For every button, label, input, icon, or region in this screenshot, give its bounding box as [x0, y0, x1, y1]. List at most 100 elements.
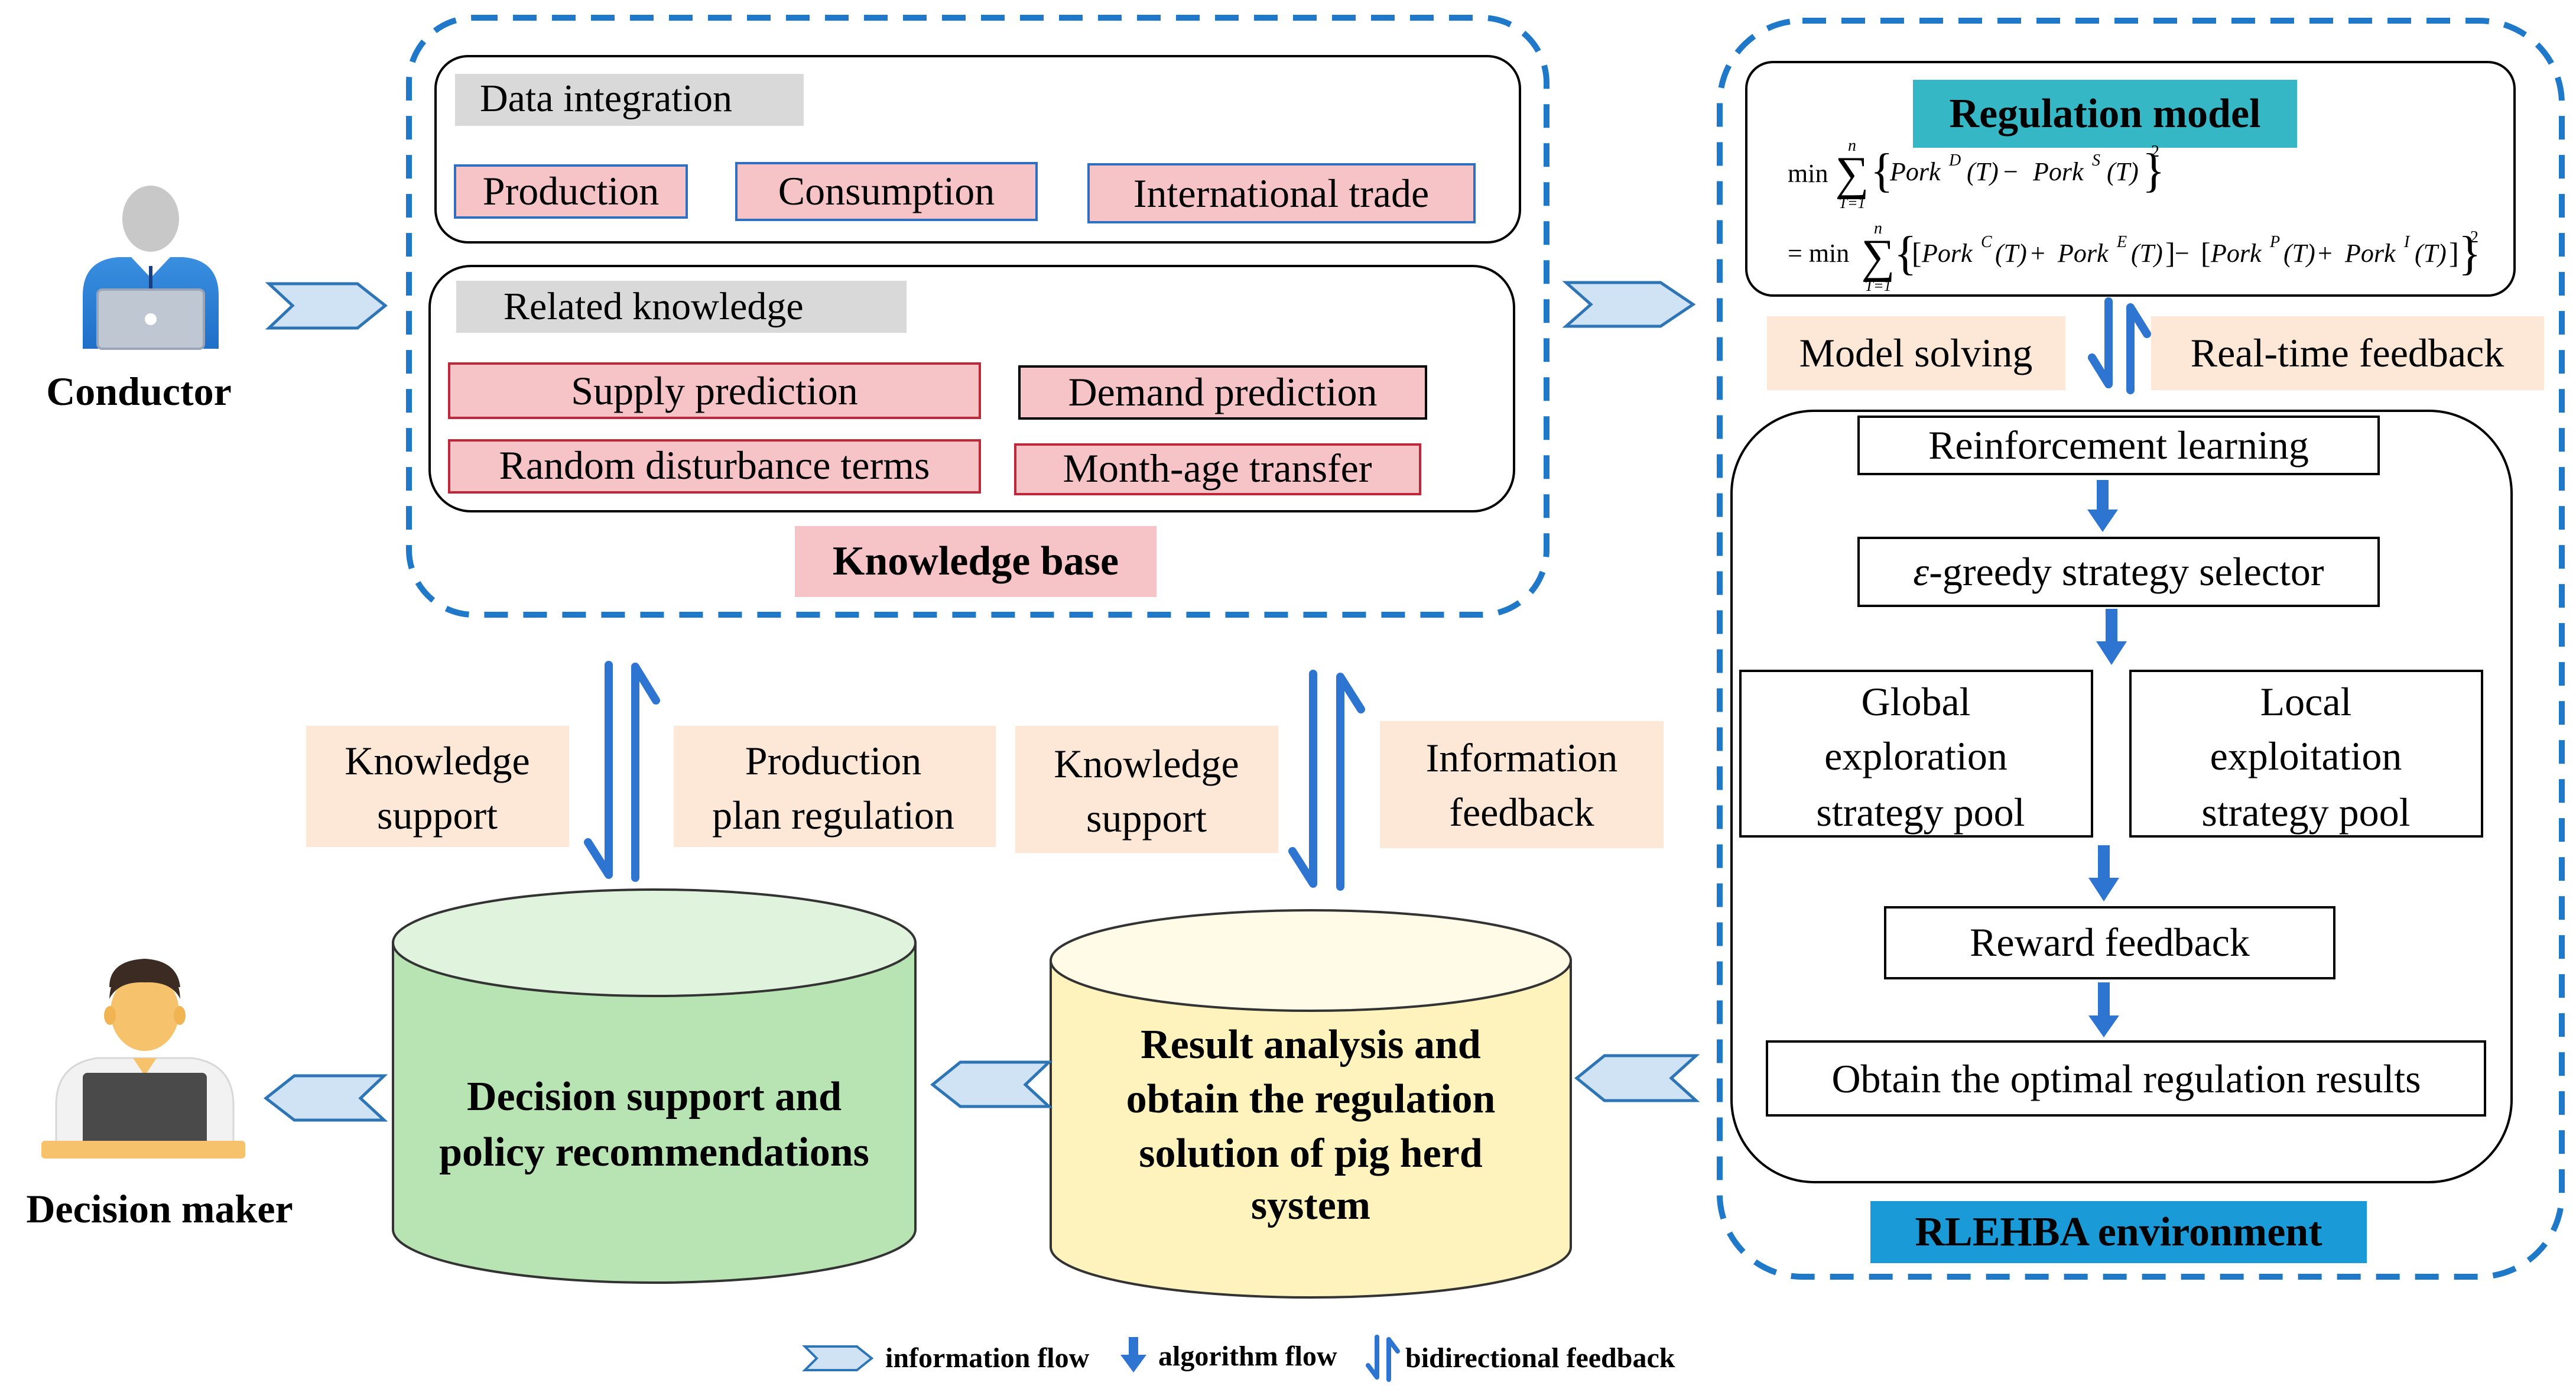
random-disturbance-label: Random disturbance terms — [499, 443, 930, 488]
svg-text:Pork: Pork — [1889, 157, 1941, 186]
local-exploitation-line-2: exploitation — [2210, 734, 2402, 778]
local-exploitation-line-1: Local — [2260, 679, 2352, 724]
svg-text:Pork: Pork — [2057, 239, 2109, 268]
rlehba-environment-title: RLEHBA environment — [1915, 1209, 2322, 1255]
equation-2: = min n ∑ T=1 { [ Pork C (T) + Pork E (T… — [1788, 219, 2481, 294]
consumption-label: Consumption — [778, 168, 995, 213]
info-flow-arrow-to-decision-maker — [263, 1074, 388, 1122]
result-analysis-line-4: system — [1251, 1183, 1370, 1228]
reward-feedback-label: Reward feedback — [1970, 920, 2250, 965]
information-feedback-line-1: Information — [1426, 735, 1618, 780]
svg-text:Pork: Pork — [2344, 239, 2396, 268]
knowledge-base-dashed-frame — [406, 15, 1550, 618]
knowledge-support-2-line-1: Knowledge — [1054, 741, 1239, 786]
realtime-feedback-box — [2151, 316, 2544, 390]
legend-bidirectional-feedback-label: bidirectional feedback — [1405, 1342, 1675, 1374]
supply-prediction-label: Supply prediction — [571, 368, 857, 413]
svg-text:Pork: Pork — [2032, 157, 2084, 186]
production-box — [454, 164, 688, 219]
svg-text:+: + — [2031, 239, 2045, 268]
svg-text:2: 2 — [2151, 142, 2159, 161]
demand-prediction-box — [1018, 365, 1427, 420]
result-analysis-line-2: obtain the regulation — [1126, 1076, 1496, 1122]
svg-text:∑: ∑ — [1861, 231, 1895, 283]
international-trade-label: International trade — [1133, 171, 1429, 216]
knowledge-support-box-1 — [306, 726, 569, 847]
model-solving-box — [1767, 316, 2065, 390]
knowledge-base-title: Knowledge base — [833, 538, 1119, 584]
knowledge-support-1-line-1: Knowledge — [345, 738, 530, 783]
svg-text:(T): (T) — [2131, 239, 2163, 268]
svg-text:S: S — [2092, 151, 2100, 170]
consumption-box — [735, 162, 1038, 221]
global-exploration-line-1: Global — [1861, 679, 1970, 724]
svg-text:{: { — [1894, 228, 1916, 280]
local-exploitation-box — [2129, 670, 2483, 838]
svg-text:n: n — [1874, 219, 1882, 238]
knowledge-support-box-2 — [1015, 726, 1278, 853]
conductor-label: Conductor — [46, 369, 232, 414]
svg-text:−: − — [2175, 239, 2190, 268]
optimal-results-label: Obtain the optimal regulation results — [1831, 1056, 2421, 1101]
egreedy-selector-box — [1857, 537, 2380, 607]
month-age-transfer-box — [1014, 443, 1421, 495]
demand-prediction-label: Demand prediction — [1068, 369, 1377, 414]
optimal-results-box — [1766, 1040, 2486, 1117]
related-knowledge-title: Related knowledge — [503, 285, 804, 328]
svg-text:}: } — [2142, 145, 2165, 197]
global-exploration-line-3: strategy pool — [1816, 790, 2025, 835]
legend-algorithm-flow-icon — [1120, 1337, 1146, 1372]
information-feedback-box — [1380, 721, 1664, 848]
svg-text:C: C — [1981, 233, 1992, 251]
data-integration-title: Data integration — [480, 77, 732, 120]
info-flow-arrow-to-result-cylinder — [1574, 1054, 1700, 1102]
bidirectional-arrow-model — [2088, 297, 2151, 394]
month-age-transfer-label: Month-age transfer — [1063, 446, 1372, 491]
svg-text:(T): (T) — [2107, 157, 2139, 186]
information-feedback-line-2: feedback — [1449, 790, 1594, 835]
svg-text:2: 2 — [2470, 228, 2478, 246]
related-knowledge-title-box — [456, 281, 907, 333]
svg-text:Pork: Pork — [1921, 239, 1973, 268]
bidirectional-arrow-right — [1288, 670, 1365, 891]
svg-text:E: E — [2116, 233, 2127, 251]
decision-maker-label: Decision maker — [26, 1186, 293, 1231]
svg-text:}: } — [2458, 228, 2481, 280]
production-plan-line-1: Production — [745, 738, 921, 783]
supply-prediction-box — [448, 362, 981, 419]
svg-text:= min: = min — [1788, 239, 1849, 268]
result-analysis-line-3: solution of pig herd — [1139, 1131, 1483, 1176]
result-analysis-cylinder — [1050, 909, 1572, 1299]
algorithm-flow-arrow-3 — [2088, 845, 2119, 901]
svg-text:P: P — [2269, 233, 2280, 251]
model-solving-label: Model solving — [1799, 330, 2033, 375]
knowledge-support-1-line-2: support — [377, 793, 498, 838]
svg-text:Pork: Pork — [2210, 239, 2262, 268]
realtime-feedback-label: Real-time feedback — [2191, 330, 2504, 375]
regulation-model-title: Regulation model — [1950, 91, 2261, 137]
svg-text:(T): (T) — [2283, 239, 2315, 268]
reward-feedback-box — [1884, 906, 2335, 979]
algorithm-flow-arrow-1 — [2087, 480, 2118, 532]
decision-support-cylinder — [392, 888, 917, 1284]
svg-text:(T): (T) — [1967, 157, 1999, 186]
svg-text:]: ] — [2449, 236, 2459, 270]
data-integration-title-box — [455, 74, 804, 126]
reinforcement-learning-box — [1857, 416, 2380, 475]
svg-text:]: ] — [2165, 236, 2175, 270]
bidirectional-arrow-left — [584, 661, 660, 882]
production-plan-line-2: plan regulation — [712, 793, 954, 838]
global-exploration-line-2: exploration — [1824, 734, 2007, 778]
svg-text:{: { — [1870, 145, 1893, 197]
info-flow-arrow-conductor — [265, 282, 388, 330]
international-trade-box — [1087, 163, 1476, 223]
conductor-icon — [83, 186, 219, 350]
regulation-model-title-box — [1913, 80, 2297, 148]
svg-text:T=1: T=1 — [1864, 277, 1891, 294]
decision-maker-icon — [41, 959, 245, 1159]
svg-text:[: [ — [1912, 236, 1922, 270]
svg-text:−: − — [2003, 157, 2018, 186]
svg-text:[: [ — [2201, 236, 2211, 270]
local-exploitation-line-3: strategy pool — [2201, 790, 2410, 835]
svg-text:n: n — [1848, 137, 1856, 155]
